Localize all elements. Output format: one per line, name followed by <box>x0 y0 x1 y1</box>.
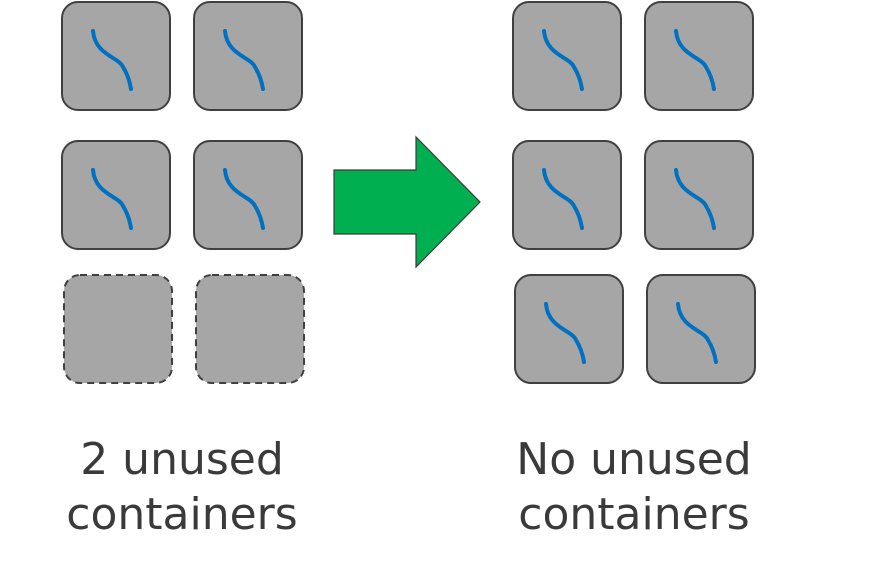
container-box <box>646 274 756 384</box>
right-container-1 <box>512 1 622 111</box>
right-container-grid <box>512 1 756 384</box>
left-container-5-unused <box>63 274 173 384</box>
right-caption: No unused containers <box>484 432 784 542</box>
container-box <box>61 1 171 111</box>
function-curve-icon <box>676 302 718 364</box>
right-container-3 <box>512 140 622 250</box>
left-caption-line-2: containers <box>66 489 298 540</box>
right-arrow-icon <box>333 135 481 269</box>
container-box <box>512 1 622 111</box>
left-container-3 <box>61 140 171 250</box>
function-curve-icon <box>544 302 586 364</box>
container-box <box>644 140 754 250</box>
function-curve-icon <box>223 168 265 230</box>
left-container-1 <box>61 1 171 111</box>
container-box <box>514 274 624 384</box>
container-box <box>193 140 303 250</box>
left-container-grid <box>61 1 305 384</box>
function-curve-icon <box>91 29 133 91</box>
container-box <box>193 1 303 111</box>
container-box <box>195 274 305 384</box>
container-box <box>61 140 171 250</box>
right-caption-line-1: No unused <box>516 434 752 485</box>
left-caption-line-1: 2 unused <box>80 434 284 485</box>
function-curve-icon <box>223 29 265 91</box>
function-curve-icon <box>542 168 584 230</box>
left-caption: 2 unused containers <box>32 432 332 542</box>
right-caption-line-2: containers <box>518 489 750 540</box>
function-curve-icon <box>674 29 716 91</box>
left-container-2 <box>193 1 303 111</box>
right-container-5 <box>514 274 624 384</box>
function-curve-icon <box>674 168 716 230</box>
container-box <box>644 1 754 111</box>
right-container-2 <box>644 1 754 111</box>
container-box <box>512 140 622 250</box>
function-curve-icon <box>542 29 584 91</box>
right-container-4 <box>644 140 754 250</box>
container-box <box>63 274 173 384</box>
right-container-6 <box>646 274 756 384</box>
left-container-4 <box>193 140 303 250</box>
function-curve-icon <box>91 168 133 230</box>
left-container-6-unused <box>195 274 305 384</box>
